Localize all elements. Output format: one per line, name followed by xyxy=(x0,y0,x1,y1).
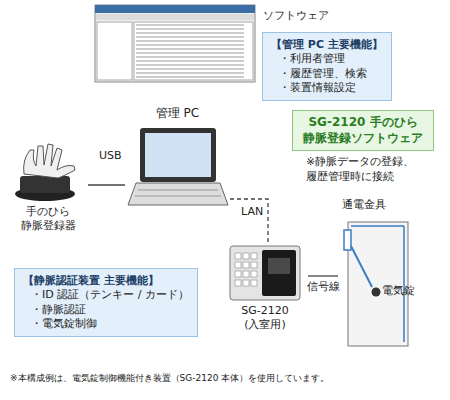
door-wire xyxy=(351,225,404,227)
hand xyxy=(24,144,75,178)
node-label: 管理 PC xyxy=(125,106,230,121)
vein-sensor xyxy=(262,250,296,296)
software-screenshot xyxy=(95,5,255,82)
scanner-node: 手のひら 静脈登録器 xyxy=(8,145,88,233)
device-node: SG-2120 (入室用) xyxy=(222,240,308,334)
node-label: SG-2120 (入室用) xyxy=(222,304,308,332)
box-heading: 【管理 PC 主要機能】 xyxy=(271,38,383,52)
bullet-item: ・利用者管理 xyxy=(271,52,383,66)
connector-label: 信号線 xyxy=(306,280,341,294)
connector-label: USB xyxy=(98,149,123,163)
scanner-body xyxy=(20,176,70,193)
sensor-window xyxy=(268,258,290,274)
software-box: SG-2120 手のひら 静脈登録ソフトウェア xyxy=(292,110,434,151)
laptop-base xyxy=(128,183,228,205)
electric-lock xyxy=(372,288,381,297)
tree-pane xyxy=(97,22,132,80)
node-label: 手のひら 静脈登録器 xyxy=(8,205,88,233)
software-node: ソフトウェア xyxy=(95,5,255,82)
list-rows xyxy=(134,23,253,79)
list-pane xyxy=(134,22,253,80)
bullet-item: ・ID 認証（テンキー / カード） xyxy=(23,288,189,302)
connector-label: LAN xyxy=(240,205,264,219)
power-transfer-fitting xyxy=(344,230,351,250)
feature-box: 【静脈認証装置 主要機能】・ID 認証（テンキー / カード）・静脈認証・電気錠… xyxy=(14,268,198,337)
lock-wire xyxy=(351,246,372,287)
laptop-screen xyxy=(140,128,216,182)
footnote: ※本構成例は、電気錠制御機能付き装置（SG-2120 本体）を使用しています。 xyxy=(10,373,329,384)
laptop-display xyxy=(145,133,211,177)
keypad xyxy=(234,252,258,288)
door-node: 通電金具電気錠 xyxy=(338,198,418,350)
node-label: 通電金具 xyxy=(342,198,386,212)
bullet-item: ・履歴管理、検索 xyxy=(271,67,383,81)
palm-vein-scanner xyxy=(15,144,75,201)
sg2120-device xyxy=(230,246,300,300)
bullet-item: ・電気錠制御 xyxy=(23,317,189,331)
window-frame xyxy=(95,5,255,82)
connector xyxy=(88,184,125,185)
tool-bar xyxy=(96,14,254,20)
title-bar xyxy=(95,5,255,13)
node-label: ソフトウェア xyxy=(263,9,329,23)
device-panel xyxy=(230,246,300,300)
bullet-item: ・装置情報設定 xyxy=(271,81,383,95)
feature-box: 【管理 PC 主要機能】・利用者管理・履歴管理、検索・装置情報設定 xyxy=(262,32,392,101)
connector xyxy=(230,199,268,244)
part-label: 電気錠 xyxy=(382,284,415,298)
keyboard-row xyxy=(135,196,221,197)
box-heading: 【静脈認証装置 主要機能】 xyxy=(23,274,189,288)
laptop xyxy=(128,128,228,205)
keyboard-row xyxy=(138,190,218,191)
box-title: SG-2120 手のひら 静脈登録ソフトウェア xyxy=(299,115,427,146)
connector xyxy=(308,275,338,276)
bullet-item: ・静脈認証 xyxy=(23,303,189,317)
note-text: ※静脈データの登録、 履歴管理時に接続 xyxy=(306,155,438,185)
laptop-node: 管理 PC xyxy=(125,106,230,207)
